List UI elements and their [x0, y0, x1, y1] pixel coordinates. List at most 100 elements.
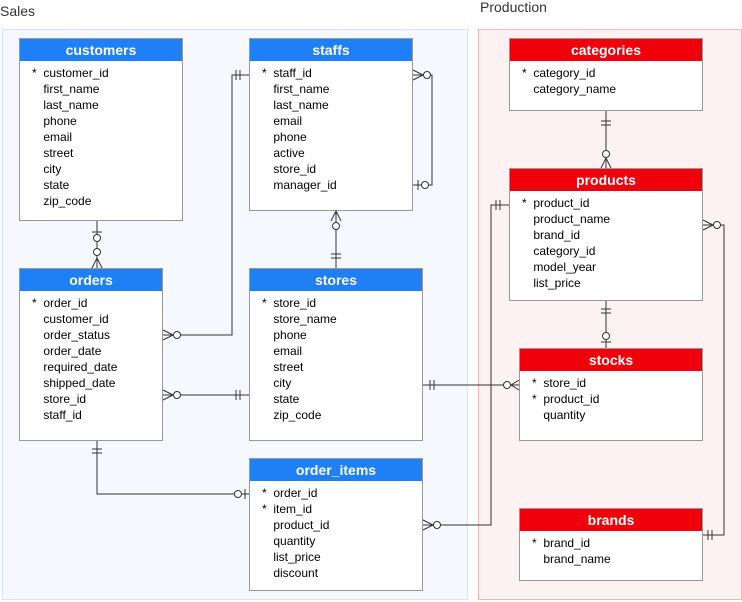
field-row: discount: [262, 565, 422, 581]
primary-key-marker: *: [532, 376, 537, 390]
field-row: zip_code: [32, 193, 182, 209]
group-label-sales: Sales: [0, 3, 36, 19]
field-row: last_name: [32, 97, 182, 113]
entity-title-products: products: [510, 169, 702, 191]
field-name: email: [43, 130, 73, 144]
field-name: product_id: [273, 518, 330, 532]
field-row: * brand_id: [532, 535, 702, 551]
primary-key-marker: *: [262, 502, 267, 516]
field-row: * product_id: [532, 391, 702, 407]
field-name: phone: [273, 130, 307, 144]
entity-products[interactable]: products* product_id product_name brand_…: [509, 168, 703, 301]
field-name: brand_id: [533, 228, 581, 242]
field-row: last_name: [262, 97, 412, 113]
field-row: shipped_date: [32, 375, 162, 391]
field-row: state: [262, 391, 422, 407]
field-row: order_date: [32, 343, 162, 359]
entity-title-brands: brands: [520, 509, 702, 531]
field-name: model_year: [533, 260, 597, 274]
field-row: * order_id: [262, 485, 422, 501]
field-name: email: [273, 344, 303, 358]
field-row: category_id: [522, 243, 702, 259]
field-name: state: [43, 178, 70, 192]
field-row: list_price: [522, 275, 702, 291]
field-row: zip_code: [262, 407, 422, 423]
field-list: * customer_id first_name last_name phone…: [20, 61, 182, 209]
field-name: item_id: [273, 502, 313, 516]
entity-stocks[interactable]: stocks* store_id* product_id quantity: [519, 348, 703, 441]
field-name: quantity: [273, 534, 316, 548]
field-name: list_price: [533, 276, 581, 290]
field-name: category_name: [533, 82, 617, 96]
field-name: phone: [273, 328, 307, 342]
entity-categories[interactable]: categories* category_id category_name: [509, 38, 703, 111]
field-row: manager_id: [262, 177, 412, 193]
field-list: * product_id product_name brand_id categ…: [510, 191, 702, 291]
field-row: brand_id: [522, 227, 702, 243]
field-name: state: [273, 392, 300, 406]
field-name: manager_id: [273, 178, 337, 192]
field-row: * category_id: [522, 65, 702, 81]
field-row: customer_id: [32, 311, 162, 327]
field-row: * staff_id: [262, 65, 412, 81]
field-name: zip_code: [43, 194, 92, 208]
field-list: * order_id* item_id product_id quantity …: [250, 481, 422, 581]
field-name: list_price: [273, 550, 321, 564]
entity-staffs[interactable]: staffs* staff_id first_name last_name em…: [249, 38, 413, 211]
group-label-production: Production: [480, 0, 547, 15]
field-row: * item_id: [262, 501, 422, 517]
field-name: store_id: [273, 162, 317, 176]
field-row: phone: [32, 113, 182, 129]
entity-brands[interactable]: brands* brand_id brand_name: [519, 508, 703, 581]
field-name: order_id: [43, 296, 88, 310]
field-row: street: [262, 359, 422, 375]
field-row: email: [262, 343, 422, 359]
field-list: * brand_id brand_name: [520, 531, 702, 567]
field-row: store_id: [32, 391, 162, 407]
entity-orders[interactable]: orders* order_id customer_id order_statu…: [19, 268, 163, 441]
field-list: * store_id store_name phone email street…: [250, 291, 422, 423]
primary-key-marker: *: [32, 296, 37, 310]
field-name: brand_id: [543, 536, 591, 550]
field-name: email: [273, 114, 303, 128]
field-row: list_price: [262, 549, 422, 565]
field-row: first_name: [262, 81, 412, 97]
field-name: first_name: [273, 82, 330, 96]
field-name: order_date: [43, 344, 102, 358]
primary-key-marker: *: [32, 66, 37, 80]
primary-key-marker: *: [522, 66, 527, 80]
production-group-area: [478, 29, 742, 600]
field-row: city: [32, 161, 182, 177]
field-name: quantity: [543, 408, 586, 422]
primary-key-marker: *: [262, 296, 267, 310]
field-row: city: [262, 375, 422, 391]
primary-key-marker: *: [262, 486, 267, 500]
field-list: * staff_id first_name last_name email ph…: [250, 61, 412, 193]
field-row: street: [32, 145, 182, 161]
entity-title-stocks: stocks: [520, 349, 702, 371]
field-name: customer_id: [43, 66, 109, 80]
field-name: last_name: [273, 98, 329, 112]
field-name: phone: [43, 114, 77, 128]
field-list: * store_id* product_id quantity: [520, 371, 702, 423]
field-name: product_name: [533, 212, 611, 226]
field-name: city: [43, 162, 62, 176]
field-name: required_date: [43, 360, 118, 374]
field-name: store_id: [43, 392, 87, 406]
field-name: store_id: [543, 376, 587, 390]
field-row: * store_id: [532, 375, 702, 391]
field-row: * customer_id: [32, 65, 182, 81]
entity-title-orders: orders: [20, 269, 162, 291]
field-name: staff_id: [43, 408, 82, 422]
field-row: quantity: [532, 407, 702, 423]
field-row: * product_id: [522, 195, 702, 211]
entity-stores[interactable]: stores* store_id store_name phone email …: [249, 268, 423, 441]
entity-order_items[interactable]: order_items* order_id* item_id product_i…: [249, 458, 423, 591]
entity-customers[interactable]: customers* customer_id first_name last_n…: [19, 38, 183, 221]
field-name: customer_id: [43, 312, 109, 326]
field-row: model_year: [522, 259, 702, 275]
field-name: street: [43, 146, 74, 160]
field-name: order_id: [273, 486, 318, 500]
field-row: required_date: [32, 359, 162, 375]
primary-key-marker: *: [532, 536, 537, 550]
